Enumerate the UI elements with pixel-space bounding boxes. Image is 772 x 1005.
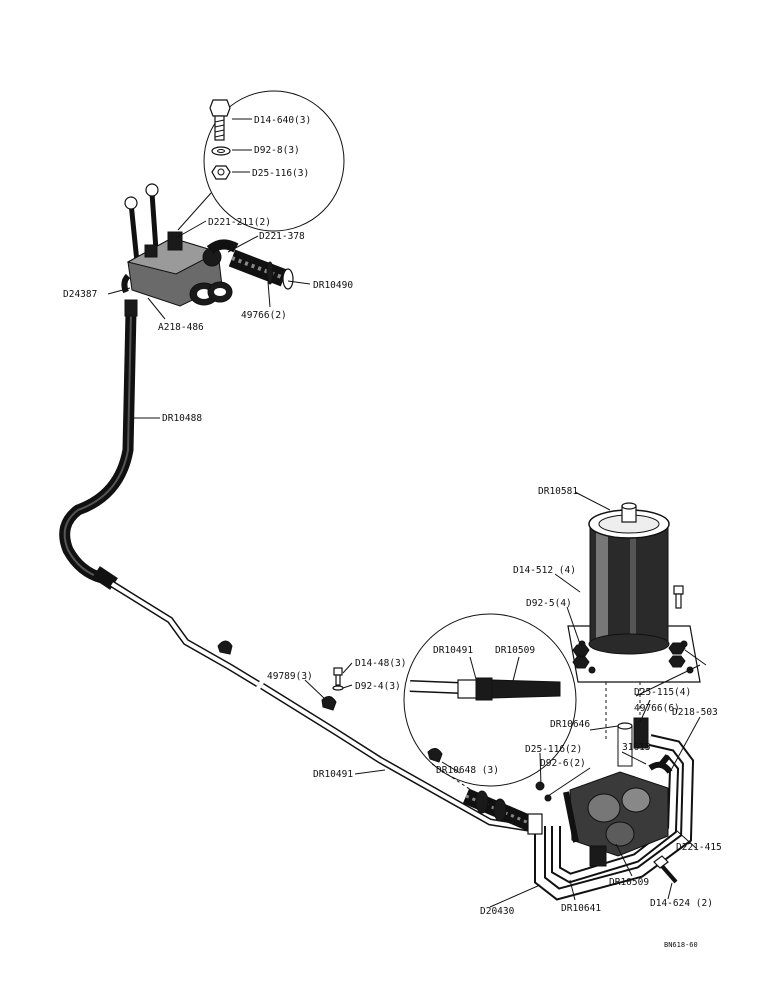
inset-label-dr10509: DR10509 xyxy=(495,645,535,656)
label-a218-486: A218-486 xyxy=(158,322,204,333)
label-dr10488: DR10488 xyxy=(162,413,202,424)
label-d14-48: D14-48(3) xyxy=(355,658,406,669)
pressure-hose-dr10488 xyxy=(59,299,138,590)
inset-label-dr10491: DR10491 xyxy=(433,645,473,656)
label-d92-5: D92-5(4) xyxy=(526,598,572,609)
pump-assembly xyxy=(462,717,695,901)
label-d221-211: D221-211(2) xyxy=(208,217,271,228)
label-dr10509: DR10509 xyxy=(609,877,649,888)
label-d25-116-2: D25-116(2) xyxy=(525,744,582,755)
label-dr10648: DR10648 (3) xyxy=(436,765,499,776)
label-d14-640: D14-640(3) xyxy=(254,115,311,126)
label-d14-624: D14-624 (2) xyxy=(650,898,713,909)
label-49789: 49789(3) xyxy=(267,671,313,682)
bolt-icon xyxy=(673,585,684,609)
label-d14-512: D14-512 (4) xyxy=(513,565,576,576)
return-hose xyxy=(228,249,294,290)
control-valve-assembly xyxy=(121,183,294,307)
label-49766-6: 49766(6) xyxy=(634,703,680,714)
drawing-number: BN618-60 xyxy=(664,941,698,949)
nut-icon xyxy=(668,642,686,668)
label-d92-4: D92-4(3) xyxy=(355,681,401,692)
bolt-icon xyxy=(332,667,344,691)
label-d20430: D20430 xyxy=(480,906,515,917)
nut-icon xyxy=(211,165,231,180)
label-dr10491: DR10491 xyxy=(313,769,353,780)
reservoir-dr10581 xyxy=(567,491,701,740)
bolt-icon xyxy=(209,99,231,141)
label-dr10646: DR10646 xyxy=(550,719,590,730)
label-d24387: D24387 xyxy=(63,289,97,300)
label-d221-415: D221-415 xyxy=(676,842,722,853)
label-d92-8: D92-8(3) xyxy=(254,145,300,156)
tube-clip xyxy=(217,640,233,655)
leader-lines xyxy=(107,220,707,908)
label-dr10641: DR10641 xyxy=(561,903,601,914)
label-d221-378: D221-378 xyxy=(259,231,305,242)
label-d92-6: D92-6(2) xyxy=(540,758,586,769)
tube-clip xyxy=(427,748,443,763)
detail-circle-fasteners: D14-640(3) D92-8(3) D25-116(3) xyxy=(177,90,345,232)
label-dr10581: DR10581 xyxy=(538,486,578,497)
detail-circle-hose-joint: DR10491 DR10509 xyxy=(403,613,577,829)
nut-icon xyxy=(572,644,590,669)
label-d25-116-3: D25-116(3) xyxy=(252,168,309,179)
label-d218-503: D218-503 xyxy=(672,707,718,718)
label-d25-115: D25-115(4) xyxy=(634,687,691,698)
washer-icon xyxy=(211,146,231,156)
bolt-icon xyxy=(653,855,678,884)
steel-tube-dr10491 xyxy=(110,581,529,832)
label-31615: 31615 xyxy=(622,742,651,753)
label-49766-2: 49766(2) xyxy=(241,310,287,321)
label-dr10490: DR10490 xyxy=(313,280,353,291)
